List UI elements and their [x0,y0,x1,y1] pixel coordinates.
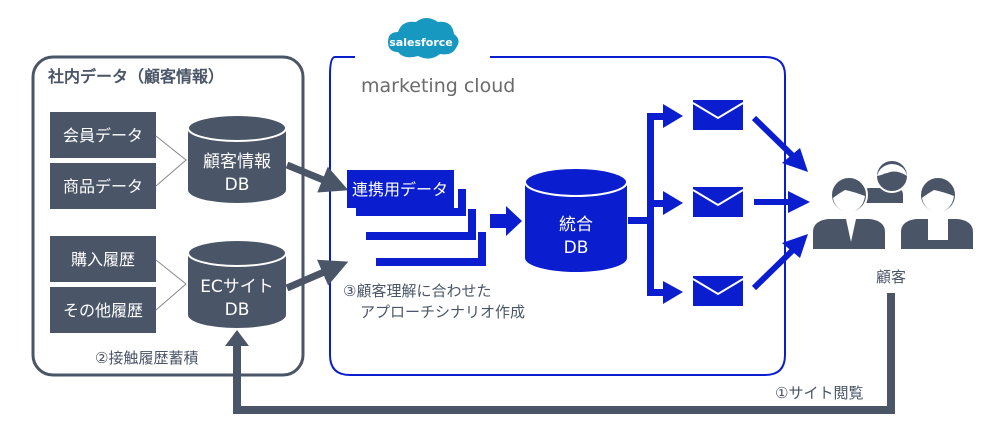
svg-text:商品データ: 商品データ [63,177,143,196]
step3-label-line2: アプローチシナリオ作成 [360,303,525,321]
step2-label: ②接触履歴蓄積 [95,349,198,367]
svg-text:統合: 統合 [559,215,593,235]
svg-text:ECサイト: ECサイト [200,277,274,297]
arrow-ec-db-to-mc [285,259,349,292]
connector-to-ec-db [155,259,187,311]
svg-text:その他履歴: その他履歴 [63,301,143,320]
source-box-members: 会員データ [50,112,156,158]
ec-site-db: ECサイト DB [187,239,287,328]
internal-data-title: 社内データ（顧客情報） [47,67,224,86]
source-box-purchase-history: 購入履歴 [50,236,156,282]
product-name: marketing cloud [361,75,515,97]
source-box-other-history: その他履歴 [50,287,156,333]
marketing-cloud-group [329,56,786,376]
svg-text:DB: DB [225,300,250,320]
linked-data-stack: 連携用データ [347,170,486,266]
svg-text:連携用データ: 連携用データ [352,180,448,199]
email-icon [692,187,744,217]
arrow-customer-db-to-mc [285,161,349,193]
svg-text:顧客情報: 顧客情報 [203,152,271,172]
email-icon [692,276,744,306]
email-icon [692,100,744,130]
site-visit-arrowhead [225,330,249,346]
source-box-products: 商品データ [50,163,156,209]
connector-to-customer-db [155,135,187,187]
salesforce-logo: salesforce [388,18,459,59]
integrated-db: 統合 DB [524,167,628,272]
arrows-email-to-customer [751,115,810,291]
step1-label: ①サイト閲覧 [775,384,863,402]
svg-text:会員データ: 会員データ [63,126,143,145]
svg-text:DB: DB [225,175,250,195]
people-group-icon [811,159,975,251]
branch-connector [628,104,683,304]
customer-label: 顧客 [876,268,906,286]
customer-info-db: 顧客情報 DB [187,114,287,203]
internal-data-group [31,55,305,377]
site-visit-path [233,293,895,414]
step3-label-line1: ③顧客理解に合わせた [343,282,491,300]
svg-text:購入履歴: 購入履歴 [71,250,135,269]
svg-text:DB: DB [564,238,589,258]
svg-text:salesforce: salesforce [389,36,453,49]
arrow-to-integrated-db [490,206,522,236]
